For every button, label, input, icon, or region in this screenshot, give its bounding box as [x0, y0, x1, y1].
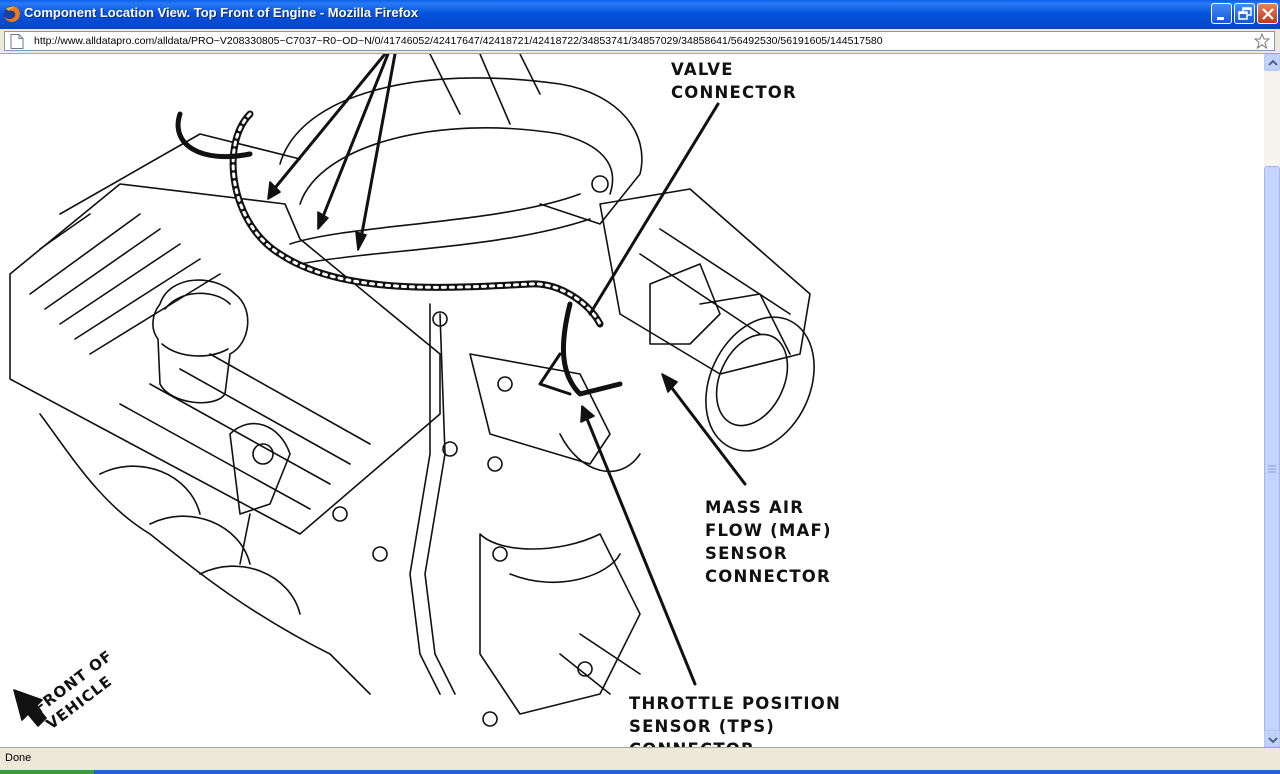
firefox-icon: [4, 6, 20, 22]
address-bar: http://www.alldatapro.com/alldata/PRO~V2…: [0, 29, 1280, 54]
url-field[interactable]: http://www.alldatapro.com/alldata/PRO~V2…: [4, 31, 1275, 51]
wiring-harness: [175, 110, 623, 727]
close-icon: [1262, 8, 1274, 20]
tps-connector-label: THROTTLE POSITION SENSOR (TPS) CONNECTOR: [629, 694, 841, 747]
minimize-button[interactable]: [1211, 3, 1232, 24]
maf-sensor-connector-label: MASS AIR FLOW (MAF) SENSOR CONNECTOR: [705, 498, 832, 586]
restore-icon: [1238, 7, 1252, 20]
valve-cover: [9, 133, 441, 535]
status-bar: Done: [0, 747, 1280, 770]
start-button[interactable]: [0, 770, 94, 774]
scroll-up-button[interactable]: [1264, 54, 1280, 71]
vertical-scrollbar[interactable]: [1264, 54, 1280, 773]
scroll-down-arrow-icon: [1268, 737, 1278, 744]
status-text: Done: [5, 752, 32, 764]
front-direction-arrow: [13, 689, 47, 727]
window-title: Component Location View. Top Front of En…: [24, 5, 419, 20]
minimize-icon: [1217, 17, 1224, 20]
intake-manifold: [279, 54, 643, 265]
leader-arrows: [267, 54, 747, 686]
url-text: http://www.alldatapro.com/alldata/PRO~V2…: [34, 35, 883, 47]
close-button[interactable]: [1257, 3, 1278, 24]
restore-button[interactable]: [1234, 3, 1255, 24]
scroll-up-arrow-icon: [1268, 59, 1278, 66]
scroll-thumb[interactable]: [1264, 166, 1280, 773]
bookmark-star-icon[interactable]: [1254, 33, 1270, 49]
page-icon: [10, 34, 24, 49]
valve-connector-label: VALVE CONNECTOR: [671, 60, 797, 102]
grip-icon: [1268, 465, 1276, 473]
throttle-body: [599, 188, 815, 452]
oil-filler-cap: [152, 279, 249, 404]
throttle-linkage: [409, 303, 641, 715]
engine-diagram: [9, 54, 815, 727]
window-titlebar[interactable]: Component Location View. Top Front of En…: [0, 0, 1280, 29]
scroll-down-button[interactable]: [1264, 730, 1280, 747]
exhaust-manifold: [39, 413, 371, 695]
page-content: VALVE CONNECTOR MASS AIR FLOW (MAF) SENS…: [0, 54, 1264, 747]
taskbar-strip: [0, 770, 1280, 774]
